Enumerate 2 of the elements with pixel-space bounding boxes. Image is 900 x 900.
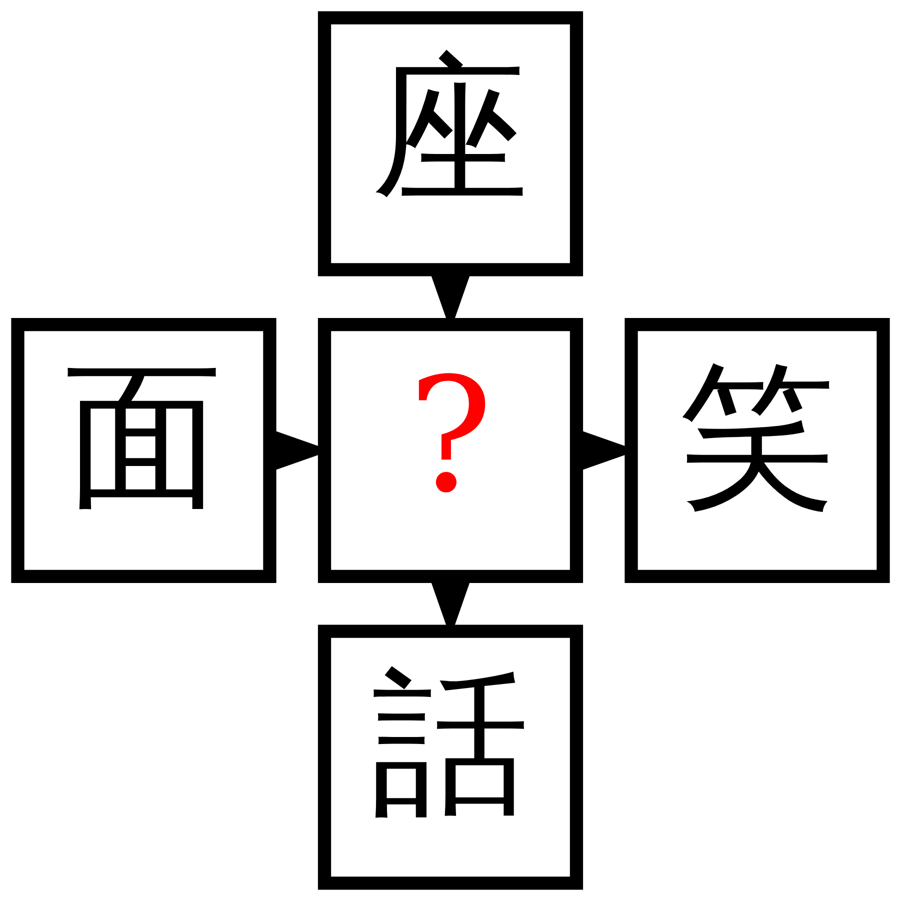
- node-box: 笑: [624, 317, 890, 583]
- node-box: 話: [317, 624, 583, 890]
